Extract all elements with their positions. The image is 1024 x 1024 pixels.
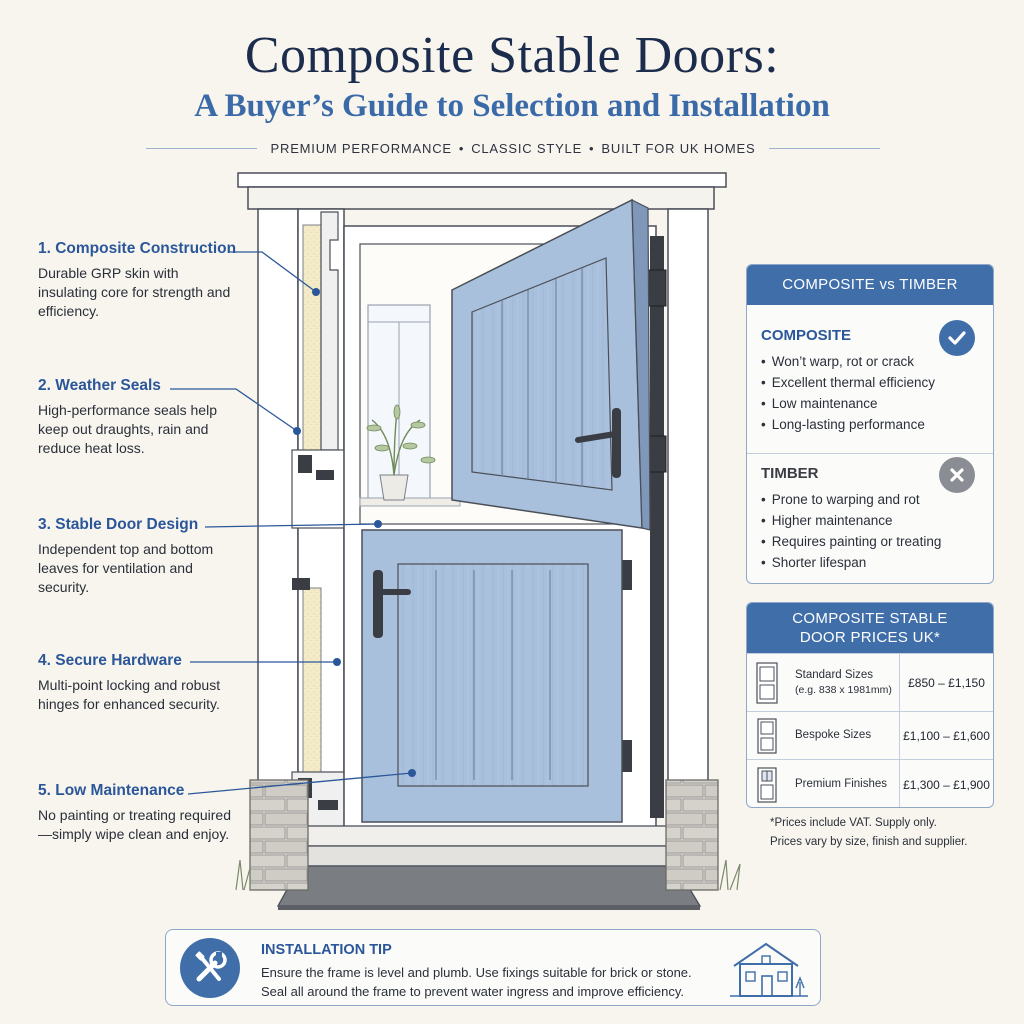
feature-text: Independent top and bottom leaves for ve…: [38, 541, 214, 595]
section-divider: [747, 453, 993, 454]
threshold-step: [276, 825, 702, 910]
tagline-rule-right: [769, 147, 880, 149]
timber-title: TIMBER: [761, 465, 819, 482]
comparison-panel: COMPOSITE vs TIMBER COMPOSITE Won’t warp…: [746, 264, 994, 584]
list-item: Long-lasting performance: [761, 414, 981, 435]
callout-dots: [293, 288, 416, 777]
prices-heading-line: DOOR PRICES UK*: [799, 629, 941, 646]
tagline-item: CLASSIC STYLE: [471, 140, 583, 156]
prices-panel: COMPOSITE STABLE DOOR PRICES UK* Standar…: [746, 602, 994, 808]
feature-text: Durable GRP skin with insulating core fo…: [38, 265, 231, 319]
cross-circle-icon: [939, 457, 975, 493]
list-item: Shorter lifespan: [761, 552, 981, 573]
timber-list: Prone to warping and rot Higher maintena…: [761, 489, 981, 573]
frame-right-column: [667, 208, 709, 782]
page-subtitle: A Buyer’s Guide to Selection and Install…: [194, 88, 830, 124]
page-title: Composite Stable Doors:: [244, 27, 780, 84]
frame-cutaway: [291, 208, 345, 828]
tip-text: Ensure the frame is level and plumb. Use…: [261, 963, 692, 1001]
price-value: £1,100 – £1,600: [899, 712, 993, 759]
grass-right: [719, 859, 741, 891]
feature-title: 3. Stable Door Design: [38, 516, 199, 533]
tagline-rule-left: [146, 147, 257, 149]
list-item: Excellent thermal efficiency: [761, 372, 981, 393]
price-note: *Prices include VAT. Supply only. Prices…: [770, 814, 1000, 852]
interior-view: [359, 243, 643, 525]
feature-title: 4. Secure Hardware: [38, 652, 182, 669]
top-door-leaf: [451, 198, 651, 531]
feature-text: High-performance seals help keep out dra…: [38, 402, 217, 456]
bespoke-door-icon: [747, 717, 787, 754]
door-jamb-right: [650, 236, 664, 818]
feature-composite-construction: 1. Composite Construction Durable GRP sk…: [38, 240, 238, 321]
door-cornice: [237, 172, 727, 210]
tagline-row: PREMIUM PERFORMANCE•CLASSIC STYLE•BUILT …: [146, 138, 880, 158]
feature-low-maintenance: 5. Low Maintenance No painting or treati…: [38, 782, 238, 844]
price-note-line: *Prices include VAT. Supply only.: [770, 817, 937, 829]
feature-title: 5. Low Maintenance: [38, 782, 185, 799]
price-sublabel: (e.g. 838 x 1981mm): [795, 683, 892, 696]
price-label: Standard Sizes: [795, 668, 873, 681]
tip-title: INSTALLATION TIP: [261, 942, 392, 958]
feature-text: No painting or treating required—simply …: [38, 807, 232, 842]
standard-door-icon: [747, 661, 787, 704]
tip-line: Ensure the frame is level and plumb. Use…: [261, 965, 692, 980]
feature-stable-door-design: 3. Stable Door Design Independent top an…: [38, 516, 238, 597]
prices-heading-line: COMPOSITE STABLE: [792, 610, 948, 627]
tagline: PREMIUM PERFORMANCE•CLASSIC STYLE•BUILT …: [270, 140, 756, 156]
tagline-item: PREMIUM PERFORMANCE: [270, 140, 452, 156]
feature-secure-hardware: 4. Secure Hardware Multi-point locking a…: [38, 652, 238, 714]
frame-left-column: [257, 208, 299, 782]
house-icon: [726, 938, 810, 1003]
price-value: £850 – £1,150: [899, 654, 993, 711]
feature-title: 2. Weather Seals: [38, 377, 161, 394]
composite-list: Won’t warp, rot or crack Excellent therm…: [761, 351, 981, 435]
premium-door-icon: [747, 766, 787, 803]
grass-left: [235, 859, 251, 891]
feature-weather-seals: 2. Weather Seals High-performance seals …: [38, 377, 238, 458]
price-label: Premium Finishes: [795, 778, 888, 790]
prices-heading: COMPOSITE STABLE DOOR PRICES UK*: [747, 603, 993, 653]
check-circle-icon: [939, 320, 975, 356]
list-item: Won’t warp, rot or crack: [761, 351, 981, 372]
plant-pot: [366, 404, 436, 501]
composite-title: COMPOSITE: [761, 327, 852, 344]
price-label: Bespoke Sizes: [795, 729, 872, 741]
stone-plinth-right: [665, 779, 719, 891]
price-row-premium: Premium Finishes £1,300 – £1,900: [747, 759, 993, 807]
list-item: Requires painting or treating: [761, 531, 981, 552]
door-opening-frame: [343, 225, 657, 829]
feature-text: Multi-point locking and robust hinges fo…: [38, 677, 221, 712]
composite-section: COMPOSITE Won’t warp, rot or crack Excel…: [761, 327, 981, 435]
tagline-item: BUILT FOR UK HOMES: [601, 140, 756, 156]
stone-plinth-left: [249, 779, 309, 891]
timber-section: TIMBER Prone to warping and rot Higher m…: [761, 465, 981, 573]
feature-title: 1. Composite Construction: [38, 240, 237, 257]
price-row-standard: Standard Sizes (e.g. 838 x 1981mm) £850 …: [747, 653, 993, 711]
list-item: Prone to warping and rot: [761, 489, 981, 510]
comparison-heading: COMPOSITE vs TIMBER: [747, 265, 993, 305]
installation-tip: INSTALLATION TIP Ensure the frame is lev…: [165, 929, 821, 1006]
list-item: Higher maintenance: [761, 510, 981, 531]
tools-icon: [180, 938, 240, 998]
hinges: [622, 269, 667, 772]
price-note-line: Prices vary by size, finish and supplier…: [770, 836, 968, 848]
bottom-door-leaf: [361, 529, 623, 823]
price-row-bespoke: Bespoke Sizes £1,100 – £1,600: [747, 711, 993, 759]
interior-window: [359, 304, 461, 507]
list-item: Low maintenance: [761, 393, 981, 414]
price-value: £1,300 – £1,900: [899, 760, 993, 807]
tip-line: Seal all around the frame to prevent wat…: [261, 984, 684, 999]
